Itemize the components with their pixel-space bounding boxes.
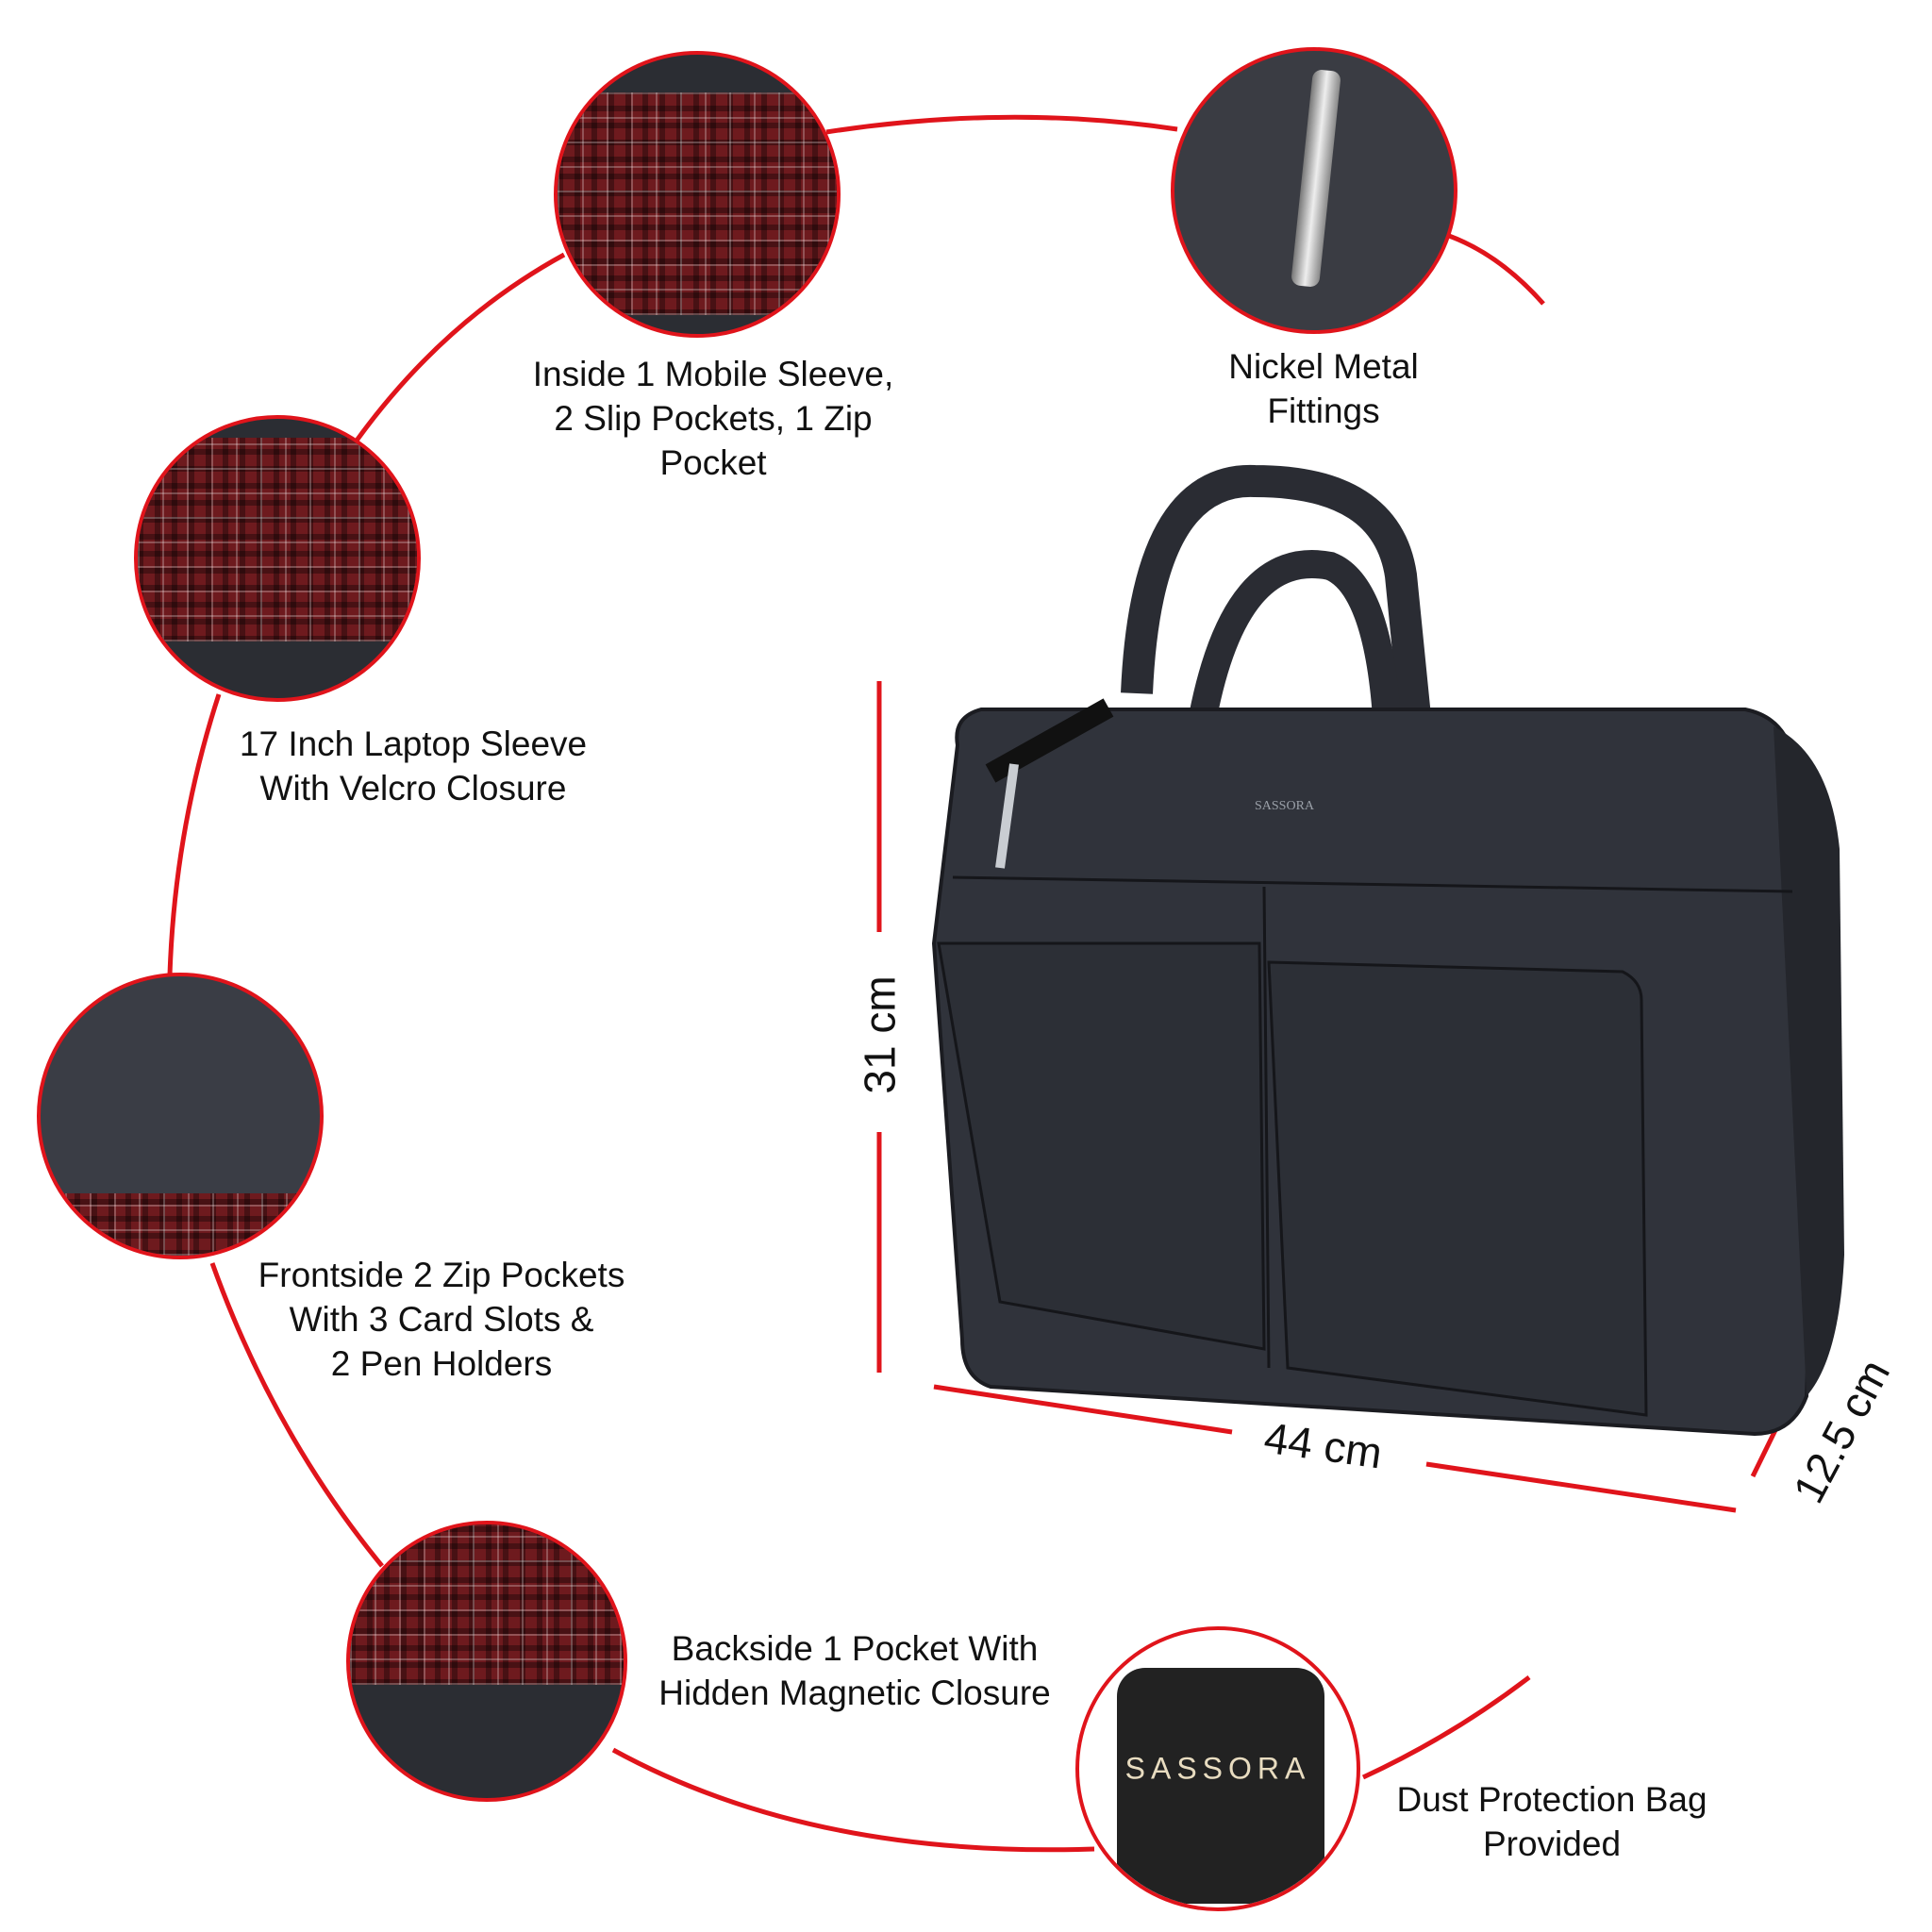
arc-segment — [1448, 233, 1545, 306]
dust-bag-logo: SASSORA — [1124, 1751, 1311, 1786]
caption-line: With Velcro Closure — [259, 769, 567, 808]
arc-segment — [611, 1747, 1095, 1853]
detail-circle-laptop-sleeve — [134, 415, 421, 702]
caption-line: Fittings — [1267, 391, 1380, 430]
caption-line: Dust Protection Bag — [1396, 1780, 1707, 1819]
arc-segment — [1361, 1675, 1531, 1780]
shoulder-strap — [985, 698, 1114, 783]
nickel-clip-icon — [1291, 69, 1341, 288]
caption-line: Frontside 2 Zip Pockets — [258, 1256, 625, 1294]
detail-circle-back-pocket — [346, 1521, 627, 1802]
nickel-clip — [995, 763, 1019, 869]
caption-nickel-fittings: Nickel Metal Fittings — [1228, 344, 1419, 433]
detail-circle-nickel-fittings — [1171, 47, 1457, 334]
caption-laptop-sleeve: 17 Inch Laptop Sleeve With Velcro Closur… — [240, 722, 587, 810]
detail-circle-inside-pockets — [554, 51, 841, 338]
arc-segment — [825, 114, 1178, 135]
caption-line: 17 Inch Laptop Sleeve — [239, 724, 588, 763]
caption-dust-bag: Dust Protection Bag Provided — [1396, 1777, 1707, 1866]
arc-segment — [354, 252, 566, 442]
caption-line: Backside 1 Pocket With — [671, 1629, 1039, 1668]
front-pocket-left — [937, 941, 1266, 1351]
caption-line: Pocket — [659, 443, 767, 482]
caption-line: 2 Pen Holders — [330, 1344, 553, 1383]
caption-line: Provided — [1482, 1824, 1622, 1863]
caption-line: Nickel Metal — [1228, 347, 1419, 386]
caption-back-pocket: Backside 1 Pocket With Hidden Magnetic C… — [658, 1626, 1050, 1715]
width-dimension-line — [933, 1384, 1233, 1435]
front-pocket-right — [1267, 960, 1648, 1417]
caption-line: Inside 1 Mobile Sleeve, — [532, 355, 894, 393]
caption-line: Hidden Magnetic Closure — [658, 1674, 1051, 1712]
detail-circle-dust-bag: SASSORA — [1075, 1626, 1360, 1911]
bag-logo: SASSORA — [1255, 799, 1315, 813]
caption-front-pockets: Frontside 2 Zip Pockets With 3 Card Slot… — [258, 1253, 625, 1386]
bag-handle — [1189, 550, 1401, 720]
arc-segment — [167, 693, 222, 976]
caption-line: 2 Slip Pockets, 1 Zip — [554, 399, 873, 438]
detail-circle-front-pockets — [37, 973, 324, 1259]
bag-handle — [1121, 464, 1431, 719]
width-dimension-line — [1425, 1461, 1737, 1513]
height-label: 31 cm — [855, 975, 905, 1094]
caption-line: With 3 Card Slots & — [289, 1300, 594, 1339]
caption-inside-pockets: Inside 1 Mobile Sleeve, 2 Slip Pockets, … — [533, 352, 894, 485]
